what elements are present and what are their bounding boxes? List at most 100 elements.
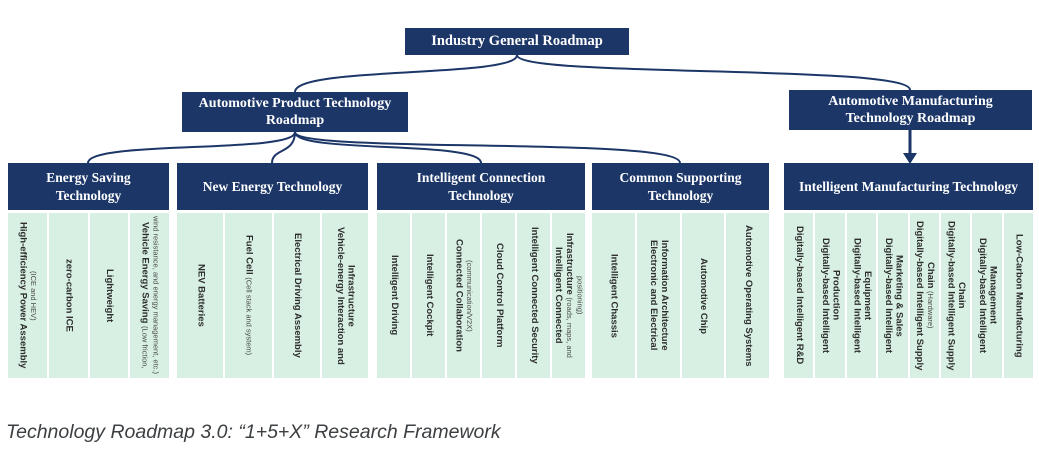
tech-item-label: Fuel Cell xyxy=(243,235,255,275)
item-automotive-operating-systems: Automotive Operating Systems xyxy=(726,213,769,378)
item-intelligent-driving: Intelligent Driving xyxy=(377,213,410,378)
group-title: New Energy Technology xyxy=(202,178,343,194)
tech-item-text: Connected Collaboration (communication/V… xyxy=(453,216,475,375)
item-digital-supply-chain-hardware: Digitally-based Intelligent Supply Chain… xyxy=(909,213,939,378)
tech-item-text: Digitally-based Intelligent Production xyxy=(819,216,842,375)
tech-item-text: High-efficiency Power Assembly (ICE and … xyxy=(17,216,38,375)
group-header: Energy Saving Technology xyxy=(8,163,169,210)
tech-item-label: Intelligent Connected Infrastructure xyxy=(553,233,575,344)
tech-item-text: zero-carbon ICE xyxy=(63,259,74,332)
node-automotive-product-roadmap: Automotive Product Technology Roadmap xyxy=(182,92,408,132)
tech-item-label: Automotive Operating Systems xyxy=(742,224,754,367)
group-title: Intelligent Connection Technology xyxy=(416,169,546,203)
tech-item-label: Digitally-based Intelligent Supply Chain xyxy=(914,220,936,371)
group-title: Intelligent Manufacturing Technology xyxy=(798,178,1019,194)
tech-item-label: Cloud Control Platform xyxy=(493,243,505,348)
node-industry-general-roadmap: Industry General Roadmap xyxy=(405,28,629,55)
tech-item-label: Digitally-based Intelligent Production xyxy=(820,237,842,354)
group-intelligent-connection: Intelligent Connection Technology Intell… xyxy=(377,163,585,378)
tech-item-note: (Cell stack and system) xyxy=(244,277,254,356)
item-cloud-control-platform: Cloud Control Platform xyxy=(482,213,515,378)
node-automotive-manufacturing-roadmap: Automotive Manufacturing Technology Road… xyxy=(789,90,1032,130)
group-columns: Digitally-based Intelligent R&D Digitall… xyxy=(784,213,1033,378)
tech-item-label: Automotive Chip xyxy=(698,257,710,334)
item-intelligent-chassis: Intelligent Chassis xyxy=(592,213,635,378)
item-digital-production: Digitally-based Intelligent Production xyxy=(815,213,845,378)
tech-item-label: Digitally-based Intelligent Equipment xyxy=(851,237,874,354)
tech-item-text: Automotive Operating Systems xyxy=(742,224,754,367)
tech-item-note: (communication/V2X) xyxy=(465,259,475,332)
tech-item-label: Lightweight xyxy=(104,268,116,323)
tech-item-label: Vehicle Energy Saving xyxy=(139,222,151,324)
tech-item-label: NEV Batteries xyxy=(195,264,207,327)
tech-item-text: Lightweight xyxy=(104,269,115,322)
tech-item-text: Intelligent Connected Security xyxy=(528,227,540,364)
tech-item-text: Vehicle Energy Saving (Low friction, win… xyxy=(139,216,161,375)
tech-item-text: Low-Carbon Manufacturing xyxy=(1013,233,1025,358)
group-columns: Intelligent Driving Intelligent Cockpit … xyxy=(377,213,585,378)
tech-item-text: Digitally-based Intelligent Management xyxy=(976,216,999,375)
item-high-efficiency-power-assembly: High-efficiency Power Assembly (ICE and … xyxy=(8,213,47,378)
connector-root-to-manufacturing xyxy=(516,54,911,91)
tech-item-text: Digitally-based Intelligent Supply Chain… xyxy=(914,216,936,375)
tech-item-text: Intelligent Driving xyxy=(388,255,400,336)
tech-item-label: Intelligent Driving xyxy=(388,255,400,336)
group-columns: Intelligent Chassis Electronic and Elect… xyxy=(592,213,769,378)
tech-item-note: (ICE and HEV) xyxy=(29,270,38,321)
item-intelligent-connected-infrastructure: Intelligent Connected Infrastructure (ro… xyxy=(552,213,585,378)
item-vehicle-energy-saving: Vehicle Energy Saving (Low friction, win… xyxy=(130,213,169,378)
item-low-carbon-manufacturing: Low-Carbon Manufacturing xyxy=(1003,213,1033,378)
group-columns: High-efficiency Power Assembly (ICE and … xyxy=(8,213,169,378)
item-digital-equipment: Digitally-based Intelligent Equipment xyxy=(846,213,877,378)
tech-item-text: Digitally-based Intelligent Equipment xyxy=(851,216,874,375)
node-label: Automotive Product Technology Roadmap xyxy=(198,95,392,129)
tech-item-text: Digitally-based Intelligent Supply Chain xyxy=(945,216,968,375)
tech-item-text: Automotive Chip xyxy=(698,258,709,334)
connector-product-to-energy-saving xyxy=(87,131,296,164)
connector-product-to-intelligent-connection xyxy=(294,131,482,164)
group-header: Intelligent Connection Technology xyxy=(377,163,585,210)
tech-item-text: Intelligent Connected Infrastructure (ro… xyxy=(553,216,584,375)
item-vehicle-energy-interaction: Vehicle-energy Interaction and Infrastru… xyxy=(321,213,368,378)
group-title: Energy Saving Technology xyxy=(46,169,131,203)
tech-item-label: High-efficiency Power Assembly xyxy=(17,222,29,369)
group-intelligent-manufacturing: Intelligent Manufacturing Technology Dig… xyxy=(784,163,1033,378)
tech-item-label: Digitally-based Intelligent Supply Chain xyxy=(945,220,968,371)
tech-item-label: Electronic and Electrical Information Ar… xyxy=(648,240,670,351)
tech-item-label: Low-Carbon Manufacturing xyxy=(1013,233,1025,358)
item-automotive-chip: Automotive Chip xyxy=(681,213,725,378)
item-connected-collaboration: Connected Collaboration (communication/V… xyxy=(447,213,480,378)
item-digital-rd: Digitally-based Intelligent R&D xyxy=(784,213,814,378)
tech-item-label: Vehicle-energy Interaction and Infrastru… xyxy=(334,226,357,365)
item-intelligent-connected-security: Intelligent Connected Security xyxy=(517,213,550,378)
tech-item-text: Fuel Cell (Cell stack and system) xyxy=(243,235,255,356)
item-nev-batteries: NEV Batteries xyxy=(177,213,224,378)
item-intelligent-cockpit: Intelligent Cockpit xyxy=(412,213,445,378)
group-header: Intelligent Manufacturing Technology xyxy=(784,163,1033,210)
tech-item-note: (Low friction, wind resistance, and ener… xyxy=(140,216,161,375)
item-lightweight: Lightweight xyxy=(89,213,129,378)
tech-item-label: Connected Collaboration xyxy=(453,239,465,352)
tech-item-label: Intelligent Connected Security xyxy=(528,227,540,364)
tech-item-text: Cloud Control Platform xyxy=(493,243,505,348)
tech-item-text: NEV Batteries xyxy=(195,264,206,327)
group-columns: NEV Batteries Fuel Cell (Cell stack and … xyxy=(177,213,368,378)
item-zero-carbon-ice: zero-carbon ICE xyxy=(48,213,88,378)
item-digital-supply-chain: Digitally-based Intelligent Supply Chain xyxy=(940,213,971,378)
tech-item-text: Digitally-based Intelligent R&D xyxy=(793,226,805,364)
group-header: Common Supporting Technology xyxy=(592,163,769,210)
tech-item-label: Digitally-based Intelligent Management xyxy=(976,237,999,354)
group-common-supporting: Common Supporting Technology Intelligent… xyxy=(592,163,769,378)
tech-item-text: Vehicle-energy Interaction and Infrastru… xyxy=(334,216,357,375)
tech-item-text: Intelligent Chassis xyxy=(608,254,620,338)
group-energy-saving: Energy Saving Technology High-efficiency… xyxy=(8,163,169,378)
tech-item-label: Electrical Driving Assembly xyxy=(291,233,303,358)
figure-caption: Technology Roadmap 3.0: “1+5+X” Research… xyxy=(6,421,501,443)
tech-item-text: Digitally-based Intelligent Marketing & … xyxy=(882,216,905,375)
item-ee-information-architecture: Electronic and Electrical Information Ar… xyxy=(636,213,680,378)
item-digital-marketing-sales: Digitally-based Intelligent Marketing & … xyxy=(878,213,908,378)
tech-item-label: zero-carbon ICE xyxy=(63,259,75,332)
tech-item-text: Intelligent Cockpit xyxy=(423,254,435,336)
item-electrical-driving-assembly: Electrical Driving Assembly xyxy=(273,213,320,378)
